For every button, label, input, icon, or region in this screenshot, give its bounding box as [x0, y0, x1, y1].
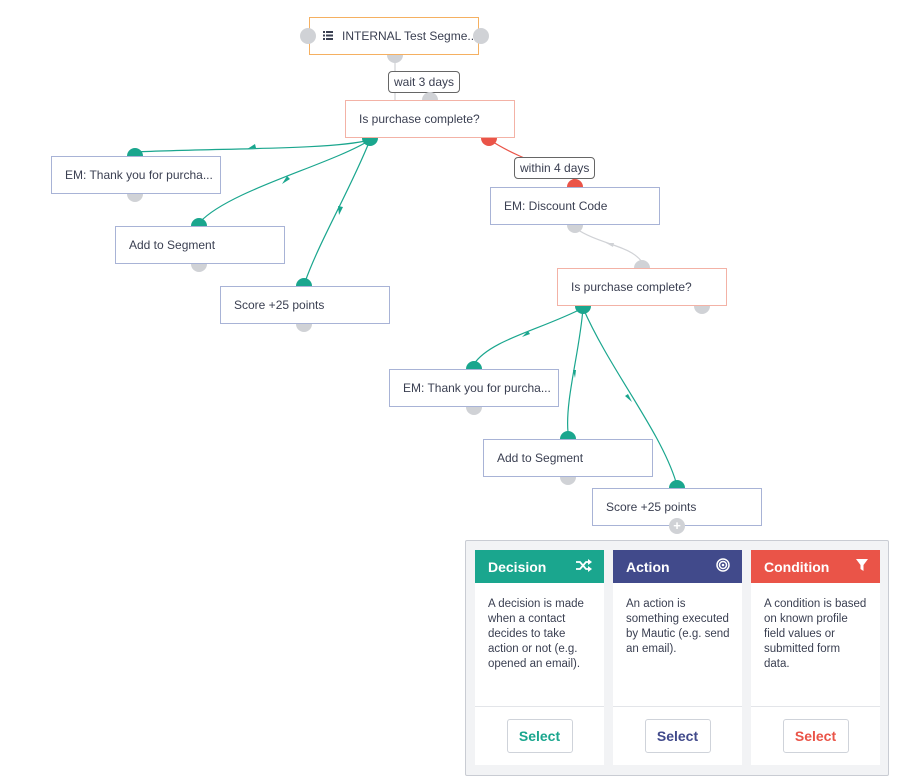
segment-node[interactable]: Add to Segment: [115, 226, 285, 264]
arrow-icon: [606, 243, 614, 247]
score-node[interactable]: Score +25 points: [220, 286, 390, 324]
anchor-right[interactable]: [473, 28, 489, 44]
anchor-top[interactable]: [191, 218, 207, 226]
list-icon: [323, 29, 333, 43]
condition-card-title: Condition: [764, 558, 830, 575]
arrow-icon: [522, 331, 530, 337]
decision-node-label: Is purchase complete?: [359, 112, 480, 126]
action-card: Action An action is something executed b…: [613, 550, 742, 765]
condition-card-description: A condition is based on known profile fi…: [764, 598, 867, 670]
segment-node-label: Add to Segment: [129, 238, 216, 252]
condition-card: Condition A condition is based on known …: [751, 550, 880, 765]
discount-email-label: EM: Discount Code: [504, 199, 608, 213]
action-card-header: Action: [613, 550, 742, 583]
arrow-icon: [338, 206, 343, 215]
anchor-top[interactable]: [296, 278, 312, 286]
connector-line: [582, 307, 677, 483]
source-node-label: INTERNAL Test Segme...: [342, 29, 478, 43]
anchor-yes[interactable]: [362, 138, 378, 146]
email-node[interactable]: EM: Thank you for purcha...: [51, 156, 221, 194]
action-card-footer: Select: [613, 706, 742, 765]
decision-node[interactable]: Is purchase complete?: [345, 100, 515, 138]
connector-line: [567, 307, 584, 433]
event-type-picker: Decision A decision is made when a conta…: [465, 540, 889, 776]
anchor-bottom[interactable]: [296, 324, 312, 332]
arrow-icon: [625, 394, 632, 402]
anchor-top[interactable]: [634, 260, 650, 268]
segment-node-2-label: Add to Segment: [497, 451, 584, 465]
email-node-label: EM: Thank you for purcha...: [65, 168, 213, 182]
filter-icon: [856, 558, 868, 575]
arrow-icon: [573, 370, 576, 378]
anchor-bottom[interactable]: [127, 194, 143, 202]
anchor-left[interactable]: [300, 28, 316, 44]
connector-line: [199, 139, 371, 223]
anchor-bottom[interactable]: [191, 264, 207, 272]
decision-card: Decision A decision is made when a conta…: [475, 550, 604, 765]
anchor-top[interactable]: [567, 179, 583, 187]
email-node-2[interactable]: EM: Thank you for purcha...: [389, 369, 559, 407]
source-node[interactable]: INTERNAL Test Segme...: [309, 17, 479, 55]
anchor-bottom[interactable]: [567, 225, 583, 233]
connector-line: [304, 139, 371, 283]
anchor-no[interactable]: [481, 138, 497, 146]
anchor-top[interactable]: [422, 92, 438, 100]
score-node-label: Score +25 points: [234, 298, 325, 312]
score-node-2-label: Score +25 points: [606, 500, 697, 514]
anchor-bottom[interactable]: [560, 477, 576, 485]
decision-card-title: Decision: [488, 558, 547, 575]
action-card-title: Action: [626, 558, 670, 575]
select-action-button[interactable]: Select: [644, 719, 711, 753]
shuffle-icon: [576, 558, 592, 575]
decision-card-header: Decision: [475, 550, 604, 583]
segment-node-2[interactable]: Add to Segment: [483, 439, 653, 477]
connector-label-wait: wait 3 days: [388, 71, 461, 93]
anchor-no[interactable]: [694, 306, 710, 314]
arrow-icon: [248, 144, 256, 149]
anchor-top[interactable]: [127, 148, 143, 156]
action-card-description: An action is something executed by Mauti…: [626, 598, 730, 655]
decision-card-description: A decision is made when a contact decide…: [488, 598, 584, 670]
email-node-2-label: EM: Thank you for purcha...: [403, 381, 551, 395]
decision-node-2[interactable]: Is purchase complete?: [557, 268, 727, 306]
arrow-icon: [282, 176, 290, 184]
connector-line: [134, 139, 371, 153]
select-condition-button[interactable]: Select: [782, 719, 849, 753]
connector-line: [473, 307, 584, 365]
condition-card-footer: Select: [751, 706, 880, 765]
anchor-top[interactable]: [466, 361, 482, 369]
anchor-top[interactable]: [560, 431, 576, 439]
decision-node-2-label: Is purchase complete?: [571, 280, 692, 294]
add-step-icon[interactable]: +: [669, 518, 685, 534]
target-icon: [716, 558, 730, 575]
connector-label-within: within 4 days: [514, 157, 596, 179]
condition-card-header: Condition: [751, 550, 880, 583]
anchor-yes[interactable]: [575, 306, 591, 314]
connector-line: [574, 227, 643, 263]
anchor-top[interactable]: [669, 480, 685, 488]
decision-card-footer: Select: [475, 706, 604, 765]
anchor-bottom[interactable]: [466, 407, 482, 415]
discount-email-node[interactable]: EM: Discount Code: [490, 187, 660, 225]
anchor-bottom[interactable]: [387, 55, 403, 63]
select-decision-button[interactable]: Select: [506, 719, 573, 753]
